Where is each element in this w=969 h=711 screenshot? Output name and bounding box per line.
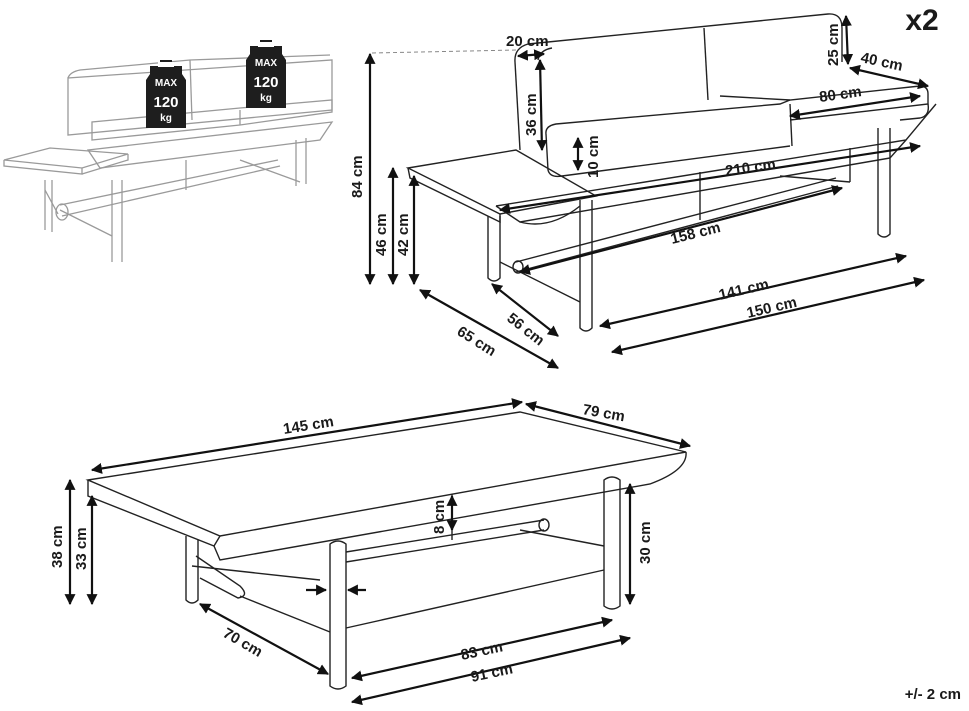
dim-label: 80 cm	[818, 83, 862, 106]
weight-unit: kg	[260, 93, 272, 104]
dim-label: 8 cm	[431, 500, 448, 534]
dim-label: 145 cm	[282, 413, 335, 438]
dim-label: 70 cm	[220, 625, 265, 661]
weight-badge-2: MAX 120 kg	[246, 40, 286, 108]
dim-label: 46 cm	[373, 213, 390, 256]
table-dimension-arrows	[64, 398, 692, 706]
dim-label: 38 cm	[49, 525, 66, 568]
dim-label: 10 cm	[585, 135, 602, 178]
weight-max-label: MAX	[255, 58, 278, 69]
dim-label: 210 cm	[724, 156, 777, 180]
dim-label: 79 cm	[581, 401, 626, 425]
preview-sofa	[3, 54, 334, 262]
dim-label: 42 cm	[395, 213, 412, 256]
weight-value: 120	[253, 74, 278, 91]
dim-label: 150 cm	[745, 294, 798, 322]
weight-max-label: MAX	[155, 78, 178, 89]
table-drawing	[85, 411, 687, 690]
dim-label: 91 cm	[469, 660, 514, 685]
dim-label: 83 cm	[459, 638, 504, 663]
tolerance-note: +/- 2 cm	[904, 686, 961, 703]
dim-label: 33 cm	[73, 527, 90, 570]
sofa-dimension-arrows	[364, 14, 930, 369]
weight-badge-1: MAX 120 kg	[146, 60, 186, 128]
weight-value: 120	[153, 94, 178, 111]
dim-label: 36 cm	[523, 93, 540, 136]
dim-label: 56 cm	[504, 310, 548, 350]
table-dimension-labels: 145 cm 79 cm 38 cm 33 cm 8 cm 30 cm 70 c…	[49, 401, 654, 686]
dim-label: 141 cm	[717, 276, 770, 304]
dim-label: 65 cm	[454, 323, 499, 360]
dim-label: 20 cm	[506, 33, 549, 50]
weight-unit: kg	[160, 113, 172, 124]
sofa-dimension-labels: 20 cm 25 cm 40 cm 80 cm 36 cm 10 cm 210 …	[349, 23, 904, 359]
dim-label: 84 cm	[349, 155, 366, 198]
dim-label: 30 cm	[637, 521, 654, 564]
sofa-drawing	[405, 13, 937, 332]
dim-label: 25 cm	[825, 23, 842, 66]
quantity-multiplier: x2	[905, 4, 938, 37]
